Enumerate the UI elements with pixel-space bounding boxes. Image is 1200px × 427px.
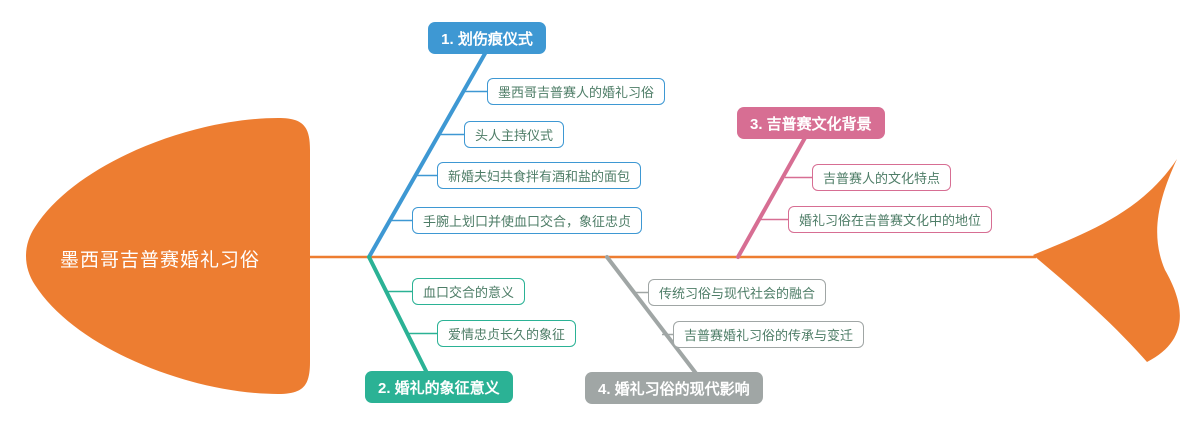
item-box[interactable]: 新婚夫妇共食拌有酒和盐的面包: [437, 162, 642, 189]
fish-tail-shape: [1033, 159, 1180, 362]
branch-label-4[interactable]: 4. 婚礼习俗的现代影响: [585, 372, 763, 404]
item-box[interactable]: 婚礼习俗在吉普赛文化中的地位: [788, 206, 993, 233]
branch-line-2: [367, 255, 430, 377]
item-box[interactable]: 血口交合的意义: [412, 278, 526, 305]
item-box[interactable]: 吉普赛人的文化特点: [812, 164, 952, 191]
branch-line-1: [367, 48, 489, 259]
item-box[interactable]: 传统习俗与现代社会的融合: [648, 279, 827, 306]
item-box[interactable]: 吉普赛婚礼习俗的传承与变迁: [673, 321, 865, 348]
fish-head-shape: [26, 118, 310, 394]
branch-line-3: [736, 134, 808, 259]
branch-label-2[interactable]: 2. 婚礼的象征意义: [365, 371, 513, 403]
head-topic[interactable]: 墨西哥吉普赛婚礼习俗: [59, 250, 260, 271]
item-box[interactable]: 头人主持仪式: [464, 121, 565, 148]
item-box[interactable]: 墨西哥吉普赛人的婚礼习俗: [487, 78, 666, 105]
item-box[interactable]: 手腕上划口并使血口交合，象征忠贞: [412, 207, 643, 234]
branch-line-4: [605, 255, 700, 378]
branch-label-1[interactable]: 1. 划伤痕仪式: [428, 22, 546, 54]
branch-label-3[interactable]: 3. 吉普赛文化背景: [737, 107, 885, 139]
item-box[interactable]: 爱情忠贞长久的象征: [437, 320, 577, 347]
